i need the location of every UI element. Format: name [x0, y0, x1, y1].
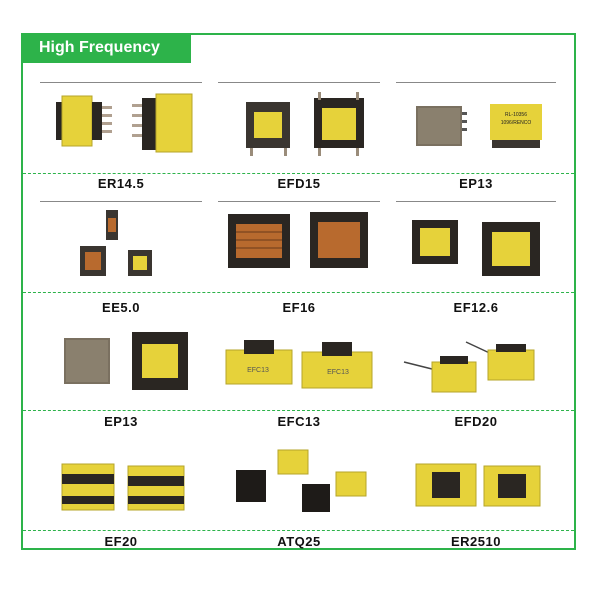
column-divider-line [218, 201, 380, 202]
product-label: EP13 [104, 414, 138, 429]
transformer-image [61, 463, 185, 511]
product-ee5-0[interactable]: EE5.0 [40, 204, 202, 315]
transformer-image: EFC13 EFC13 [225, 340, 373, 389]
product-er14-5[interactable]: ER14.5 [40, 84, 202, 194]
product-label: EF20 [104, 534, 138, 549]
product-efd20[interactable]: EFD20 [396, 322, 556, 432]
transformer-image [412, 220, 540, 276]
transformer-image: RL-10356 1096/RENCO [416, 104, 542, 148]
transformer-image [415, 463, 541, 507]
product-ef20[interactable]: EF20 [40, 442, 202, 552]
product-label: EF12.6 [453, 300, 499, 315]
product-atq25[interactable]: ATQ25 [218, 442, 380, 552]
row-separator [23, 530, 574, 531]
column-divider-line [40, 82, 202, 83]
column-divider-line [218, 82, 380, 83]
product-panel-frame [21, 33, 576, 550]
product-label: EE5.0 [102, 300, 140, 315]
product-er2510[interactable]: ER2510 [396, 442, 556, 552]
transformer-image [246, 92, 364, 156]
product-ep13[interactable]: RL-10356 1096/RENCO EP13 [396, 84, 556, 194]
transformer-image [403, 341, 535, 393]
svg-text:EFC13: EFC13 [247, 367, 269, 374]
transformer-image [228, 212, 368, 268]
product-efc13[interactable]: EFC13 EFC13 EFC13 [218, 322, 380, 432]
row-separator [23, 292, 574, 293]
svg-text:EFC13: EFC13 [327, 369, 349, 376]
transformer-image [80, 210, 152, 276]
product-ef16[interactable]: EF16 [218, 204, 380, 315]
product-efd15[interactable]: EFD15 [218, 84, 380, 194]
transformer-image [56, 93, 193, 153]
svg-text:1096/RENCO: 1096/RENCO [501, 120, 532, 126]
transformer-image [236, 449, 367, 512]
product-label: EFD15 [277, 176, 321, 191]
product-label: ER14.5 [97, 176, 145, 191]
column-divider-line [396, 201, 556, 202]
section-title: High Frequency [21, 33, 191, 63]
product-label: EF16 [282, 300, 316, 315]
product-label: EFD20 [454, 414, 498, 429]
product-ef12-6[interactable]: EF12.6 [396, 204, 556, 315]
product-ep13-b[interactable]: EP13 [40, 322, 202, 432]
product-label: ER2510 [451, 534, 501, 549]
product-label: EP13 [459, 176, 493, 191]
transformer-image [64, 332, 188, 390]
product-label: EFC13 [277, 414, 321, 429]
column-divider-line [40, 201, 202, 202]
column-divider-line [396, 82, 556, 83]
row-separator [23, 173, 574, 174]
svg-text:RL-10356: RL-10356 [505, 112, 527, 118]
row-separator [23, 410, 574, 411]
product-label: ATQ25 [277, 534, 321, 549]
